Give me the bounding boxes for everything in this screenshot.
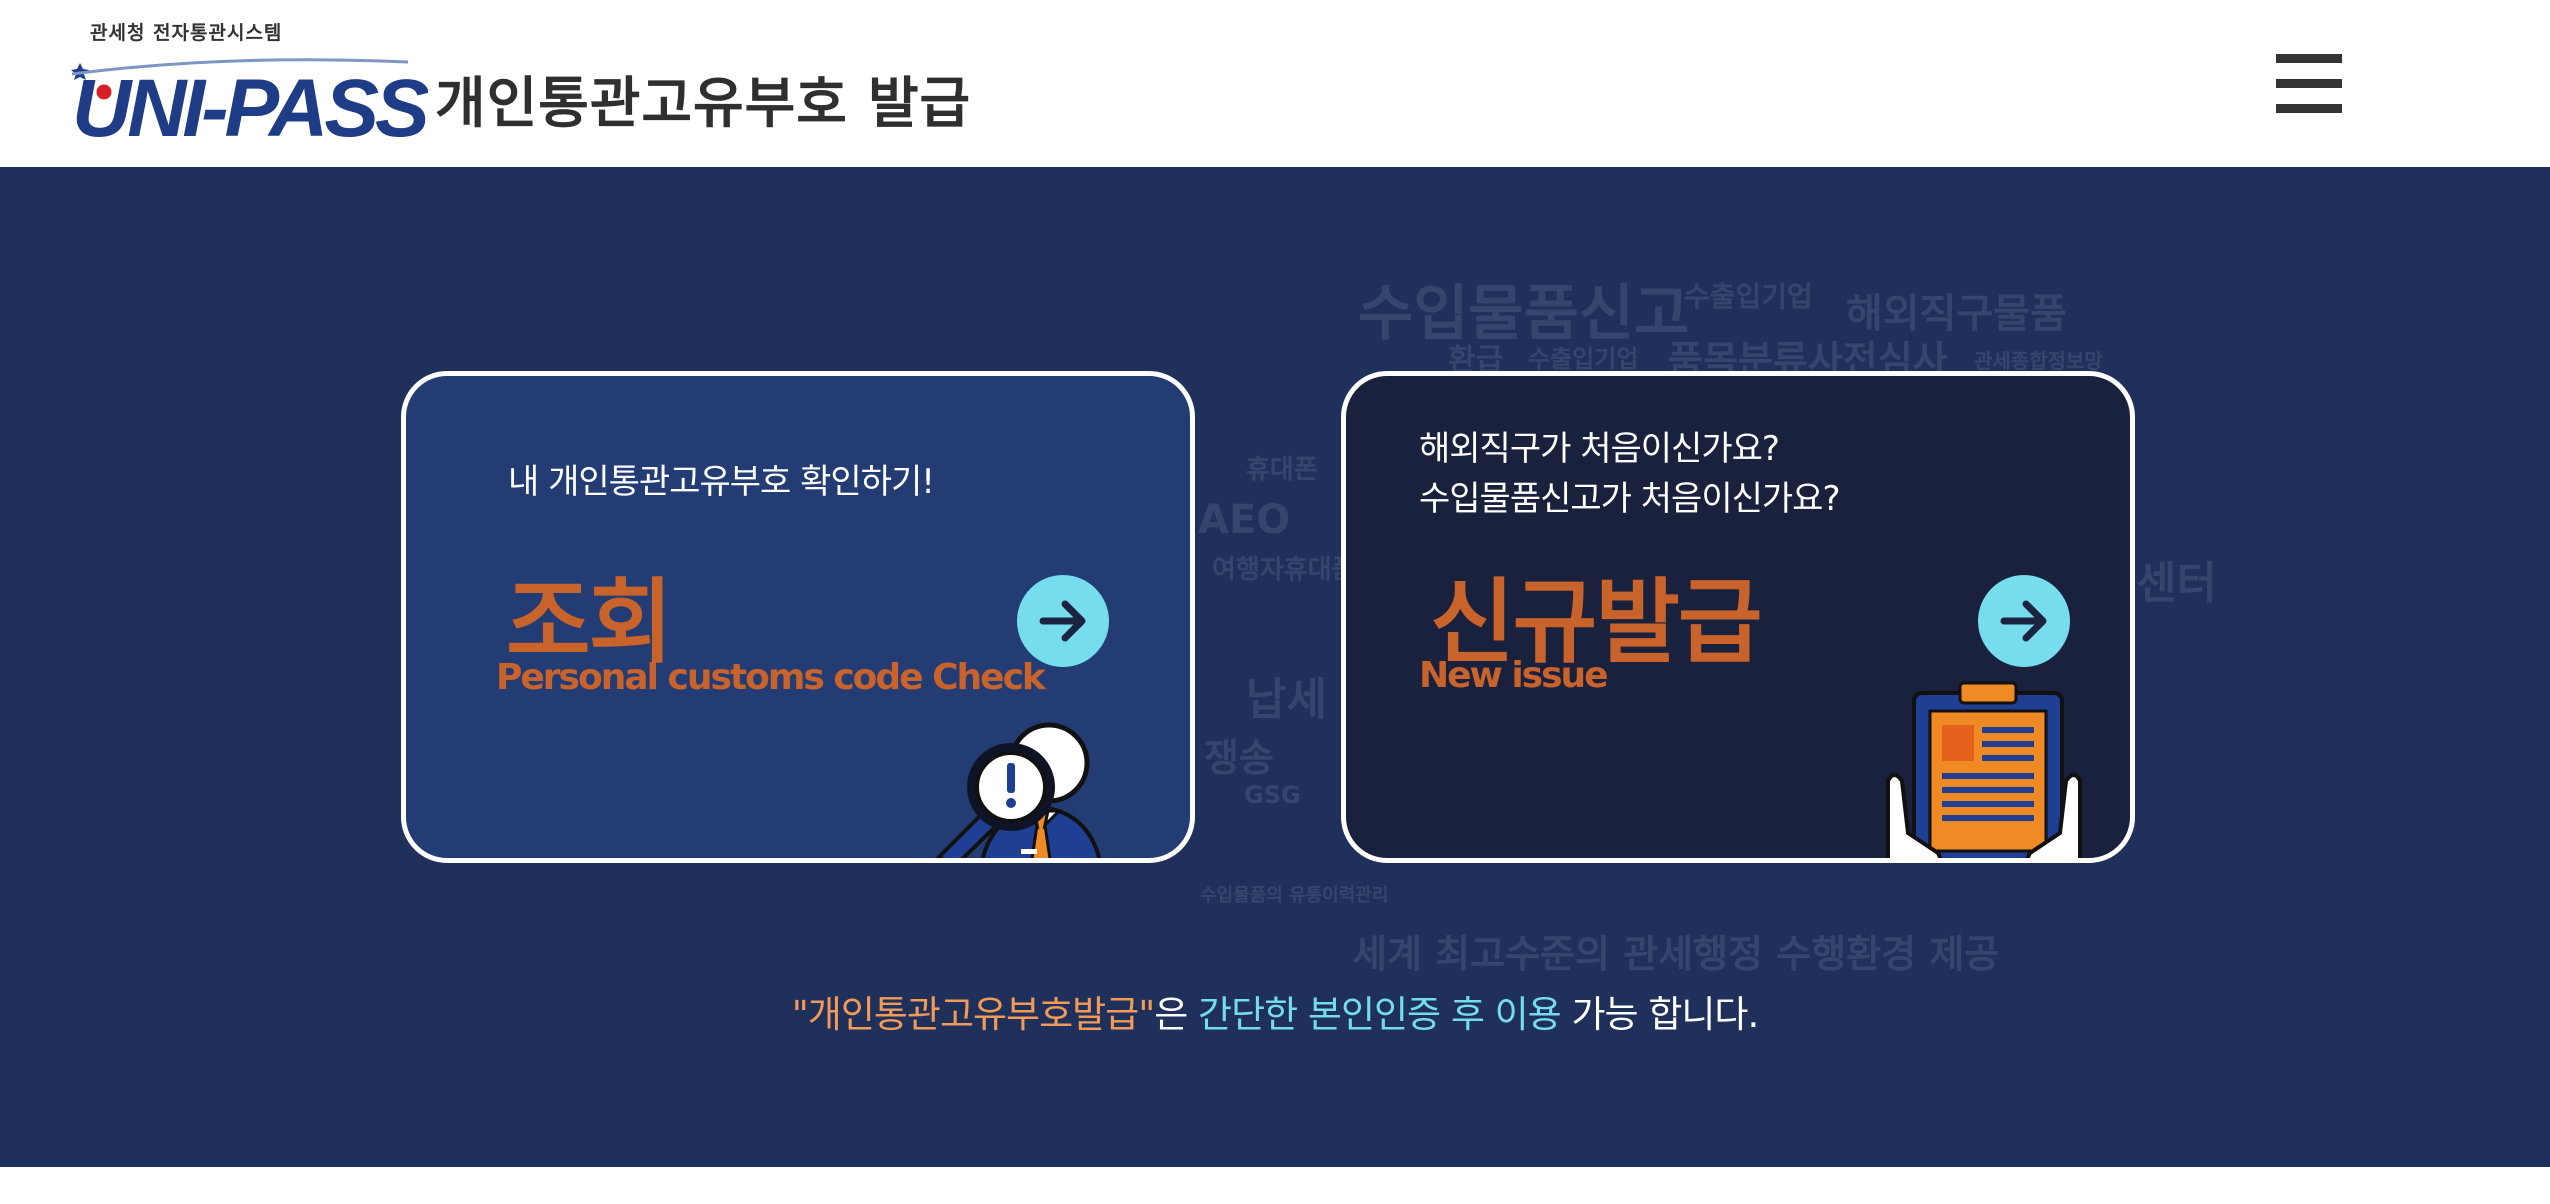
lookup-title: 조회 [506, 569, 673, 676]
bg-word: AEO [1198, 497, 1291, 543]
new-issue-title: 신규발급 [1430, 569, 1763, 676]
bg-word: 수출입기업 [1684, 280, 1813, 313]
lookup-english-label: Personal customs code Check [496, 657, 1046, 698]
lookup-subtitle: 내 개인통관고유부호 확인하기! [508, 462, 935, 502]
page-title: 개인통관고유부호 발급 [435, 71, 972, 135]
bg-word: 세계 최고수준의 관세행정 수행환경 제공 [1352, 932, 2000, 976]
new-issue-english-label: New issue [1419, 655, 1609, 696]
bg-word: 관세종합정보망 [1974, 349, 2103, 373]
new-issue-subtitle-line1: 해외직구가 처음이신가요? [1419, 429, 1780, 469]
arrow-right-icon[interactable] [1017, 575, 1109, 667]
bg-word: 수출입기업 [1528, 345, 1639, 373]
header: 관세청 전자통관시스템 UNI-PASS 개인통관고유부호 발급 [0, 0, 2550, 167]
uni-pass-logo[interactable]: 관세청 전자통관시스템 UNI-PASS [68, 16, 428, 140]
bg-word: 휴대폰 [1246, 455, 1318, 485]
bg-word: 수입물품신고 [1358, 279, 1690, 349]
new-issue-card[interactable]: 해외직구가 처음이신가요? 수입물품신고가 처음이신가요? 신규발급 New i… [1341, 371, 2135, 863]
notice-quoted-service: "개인통관고유부호발급" [791, 993, 1155, 1036]
bg-word: GSG [1244, 781, 1301, 809]
notice-highlight: 간단한 본인인증 후 이용 [1198, 993, 1562, 1036]
bg-word: 센터 [2136, 558, 2217, 609]
hamburger-menu-icon[interactable] [2276, 52, 2342, 118]
logo-agency-text: 관세청 전자통관시스템 [90, 22, 283, 44]
lookup-card[interactable]: 내 개인통관고유부호 확인하기! 조회 Personal customs cod… [401, 371, 1195, 863]
uni-pass-logo-mark: UNI-PASS [71, 58, 428, 140]
bg-word: 해외직구물품 [1846, 291, 2067, 337]
magnifier-person-icon [935, 722, 1102, 858]
bg-word: 여행자휴대품 [1212, 555, 1356, 585]
arrow-right-icon[interactable] [1978, 575, 2070, 667]
notice-suffix: 가능 합니다. [1560, 993, 1759, 1036]
notice-particle: 은 [1154, 993, 1199, 1036]
bg-word: 수입물품의 유통이력관리 [1200, 885, 1389, 906]
clipboard-document-icon [1886, 681, 2082, 858]
main-section: 수입물품신고 수출입기업 해외직구물품 환급 수출입기업 품목분류사전심사 관세… [0, 167, 2550, 1167]
bg-word: 쟁송 [1204, 736, 1274, 780]
bg-word: 납세 [1246, 674, 1327, 725]
new-issue-subtitle-line2: 수입물품신고가 처음이신가요? [1419, 479, 1840, 519]
notice-text: "개인통관고유부호발급"은 간단한 본인인증 후 이용 가능 합니다. [0, 984, 2550, 1038]
logo-text: UNI-PASS [72, 63, 428, 140]
